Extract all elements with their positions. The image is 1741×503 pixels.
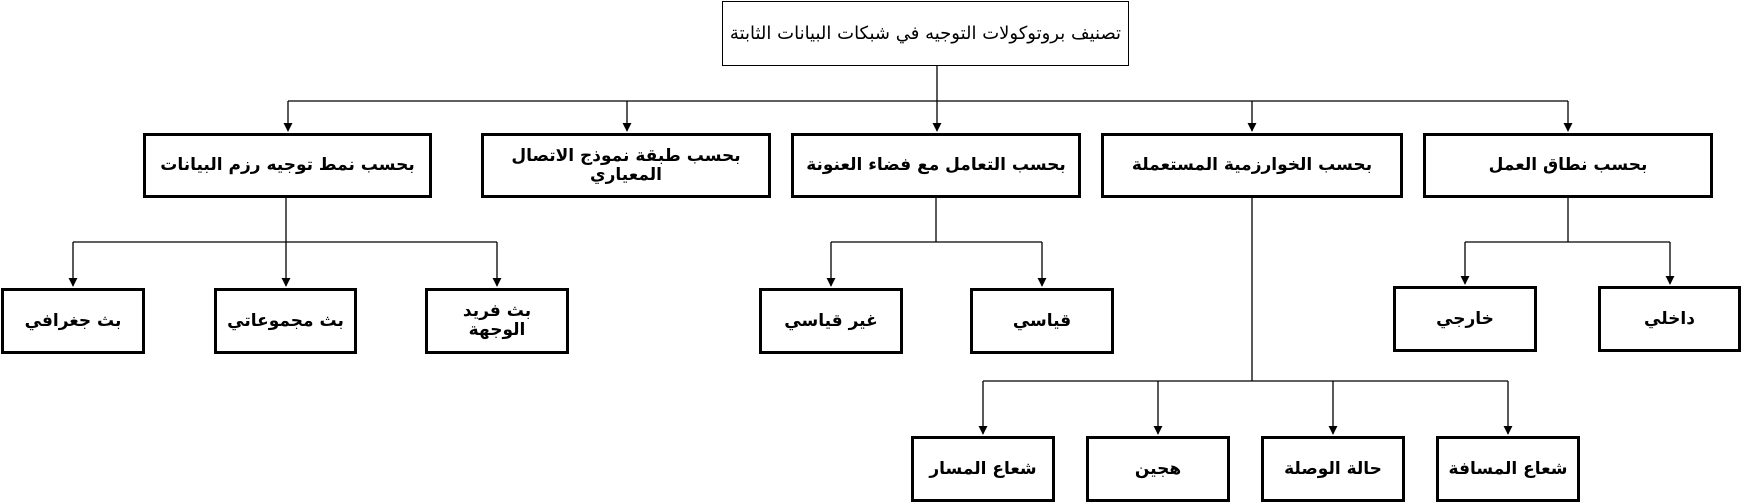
category-label: بحسب نمط توجيه رزم البيانات [160,155,415,175]
leaf-label: بث فريد الوجهة [462,301,532,340]
leaf-unicast: بث فريد الوجهة [425,288,569,354]
category-algorithm: بحسب الخوارزمية المستعملة [1101,133,1403,198]
leaf-label: بث مجموعاتي [227,310,344,331]
leaf-geocast: بث جغرافي [1,288,145,354]
leaf-label: حالة الوصلة [1284,458,1382,479]
leaf-label: غير قياسي [784,310,878,331]
category-label: بحسب نطاق العمل [1488,155,1648,175]
leaf-label: خارجي [1436,308,1494,329]
category-osi-layer: بحسب طبقة نموذج الاتصال المعياري [481,133,771,198]
leaf-standard: قياسي [970,288,1114,354]
leaf-label: شعاع المسافة [1448,458,1568,479]
root-label: تصنيف بروتوكولات التوجيه في شبكات البيان… [729,22,1122,44]
leaf-label: شعاع المسار [929,458,1037,479]
category-label: بحسب طبقة نموذج الاتصال المعياري [511,145,741,185]
leaf-external: خارجي [1393,286,1537,352]
root-node: تصنيف بروتوكولات التوجيه في شبكات البيان… [722,1,1129,66]
leaf-multicast: بث مجموعاتي [214,288,357,354]
leaf-non-standard: غير قياسي [759,288,903,354]
category-packet-routing: بحسب نمط توجيه رزم البيانات [143,133,432,198]
leaf-hybrid: هجين [1086,436,1230,502]
category-label: بحسب التعامل مع فضاء العنونة [806,155,1066,175]
category-scope: بحسب نطاق العمل [1423,133,1713,198]
leaf-distance-vector: شعاع المسافة [1436,436,1580,502]
leaf-label: قياسي [1012,310,1072,331]
category-label: بحسب الخوارزمية المستعملة [1131,155,1373,175]
leaf-internal: داخلي [1598,286,1741,352]
category-address-space: بحسب التعامل مع فضاء العنونة [791,133,1081,198]
leaf-link-state: حالة الوصلة [1261,436,1405,502]
leaf-path-vector: شعاع المسار [911,436,1055,502]
leaf-label: داخلي [1644,308,1695,329]
leaf-label: بث جغرافي [24,310,122,331]
leaf-label: هجين [1134,458,1182,479]
